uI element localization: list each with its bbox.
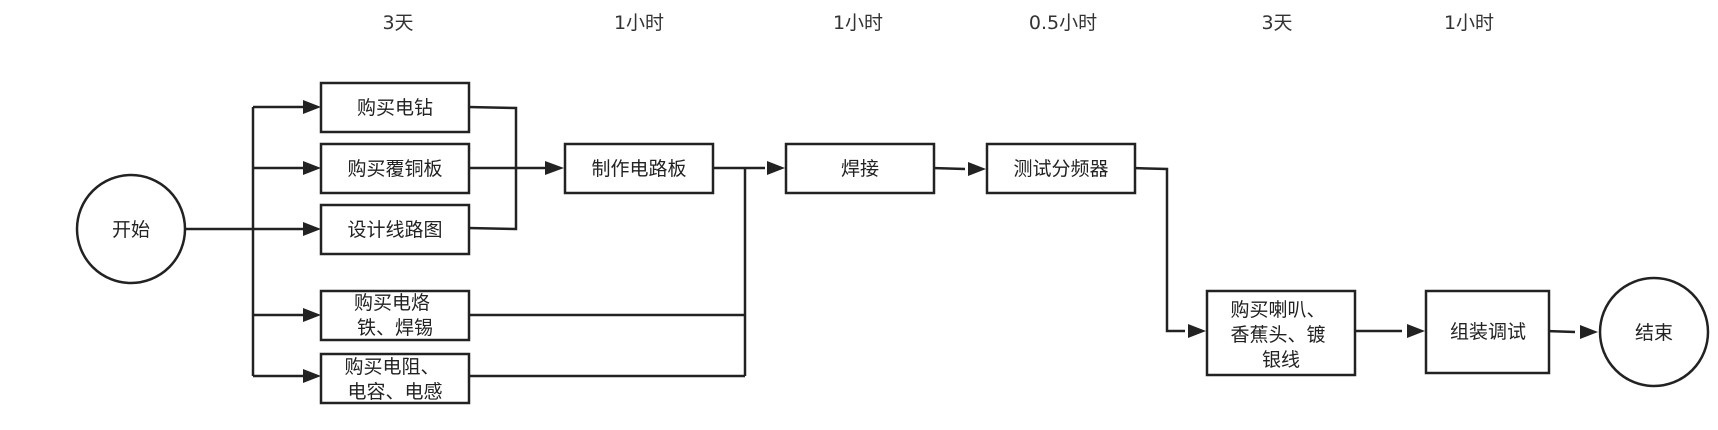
node-end: 结束 (1598, 276, 1710, 388)
node-assemble-debug-label: 组装调试 (1450, 321, 1526, 343)
arrowhead-buy-drill (303, 100, 321, 114)
duration-label-4: 0.5小时 (1029, 12, 1097, 34)
node-assemble-debug: 组装调试 (1424, 289, 1551, 375)
node-design-circuit-label: 设计线路图 (347, 219, 442, 241)
node-buy-iron-solder: 购买电烙 铁、焊锡 (319, 289, 471, 342)
node-buy-copper-board-label: 购买覆铜板 (347, 158, 442, 180)
edge-test-to-speaker (1131, 166, 1185, 333)
node-buy-rlc-line-2: 电容、电感 (347, 381, 442, 403)
node-buy-rlc-label: 购买电阻、 电容、电感 (344, 356, 445, 403)
node-soldering: 焊接 (784, 142, 936, 195)
node-end-label: 结束 (1635, 322, 1673, 344)
arrowhead-soldering (767, 161, 785, 175)
node-buy-iron-solder-label: 购买电烙 铁、焊锡 (354, 292, 436, 339)
edge-to-end (1545, 329, 1576, 334)
node-test-divider-label: 测试分频器 (1013, 158, 1108, 180)
node-make-board-label: 制作电路板 (591, 158, 686, 180)
arrowhead-buy-rlc (303, 369, 321, 383)
node-start: 开始 (75, 173, 187, 285)
duration-label-1: 3天 (382, 12, 413, 34)
node-buy-iron-solder-line-2: 铁、焊锡 (357, 317, 433, 339)
node-buy-speaker: 购买喇叭、 香蕉头、镀 银线 (1205, 289, 1357, 377)
arrowhead-test-divider (968, 162, 986, 176)
duration-label-3: 1小时 (833, 12, 883, 34)
node-buy-speaker-label: 购买喇叭、 香蕉头、镀 银线 (1230, 299, 1331, 371)
arrowheads (303, 100, 1598, 383)
arrowhead-buy-iron-solder (303, 308, 321, 322)
node-buy-drill: 购买电钻 (319, 81, 471, 134)
arrowhead-buy-speaker (1188, 324, 1206, 338)
node-buy-speaker-line-1: 购买喇叭、 (1230, 299, 1325, 321)
arrowhead-end (1580, 325, 1598, 339)
node-design-circuit: 设计线路图 (319, 203, 471, 256)
node-test-divider: 测试分频器 (985, 142, 1137, 195)
duration-label-6: 1小时 (1444, 12, 1494, 34)
node-make-board: 制作电路板 (563, 142, 715, 195)
node-buy-speaker-line-3: 银线 (1262, 349, 1300, 371)
arrowhead-buy-copper-board (303, 161, 321, 175)
node-buy-copper-board: 购买覆铜板 (319, 142, 471, 195)
node-buy-speaker-line-2: 香蕉头、镀 (1230, 324, 1325, 346)
node-start-label: 开始 (112, 219, 150, 241)
duration-labels: 3天 1小时 1小时 0.5小时 3天 1小时 (382, 12, 1494, 34)
arrowhead-assemble (1407, 324, 1425, 338)
node-buy-iron-solder-line-1: 购买电烙 (354, 292, 430, 314)
node-buy-rlc: 购买电阻、 电容、电感 (319, 352, 471, 405)
edge-to-test-divider (931, 166, 966, 171)
arrowhead-make-board (545, 161, 564, 175)
duration-label-5: 3天 (1261, 12, 1292, 34)
node-soldering-label: 焊接 (841, 158, 879, 180)
connectors (186, 105, 1576, 378)
duration-label-2: 1小时 (614, 12, 664, 34)
node-buy-rlc-line-1: 购买电阻、 (344, 356, 439, 378)
arrowhead-design-circuit (303, 222, 321, 236)
node-buy-drill-label: 购买电钻 (357, 97, 433, 119)
